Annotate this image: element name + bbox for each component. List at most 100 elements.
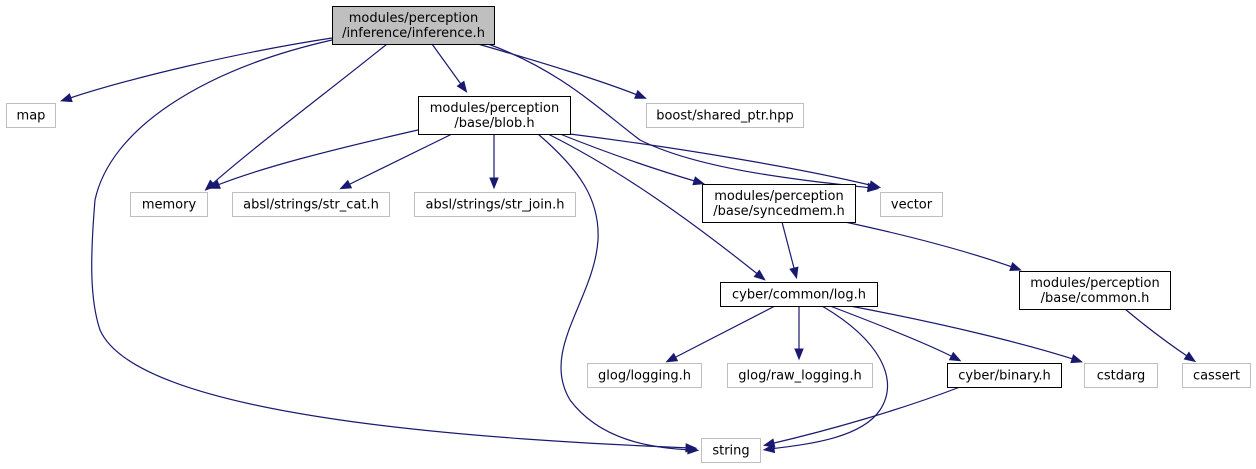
edge-log-to-glog xyxy=(665,305,776,363)
edge-line xyxy=(91,39,691,449)
edge-line xyxy=(569,133,875,187)
edge-blob-to-strjoin xyxy=(489,134,499,190)
node-box xyxy=(947,363,1062,388)
node-binary[interactable]: cyber/binary.h xyxy=(947,363,1062,388)
edge-inference-to-memory xyxy=(204,43,388,191)
arrowhead xyxy=(1070,354,1083,364)
node-box xyxy=(1084,363,1158,388)
node-vector: vector xyxy=(880,192,943,217)
edge-log-to-binary xyxy=(829,305,962,362)
node-label: cyber/binary.h xyxy=(958,369,1050,384)
edge-line xyxy=(829,305,956,359)
edge-line xyxy=(769,305,889,450)
node-log[interactable]: cyber/common/log.h xyxy=(720,282,878,307)
node-blob[interactable]: modules/perception/base/blob.h xyxy=(418,96,571,135)
edge-syncedmem-to-log xyxy=(781,221,799,280)
edges-layer xyxy=(60,37,1197,455)
node-label: vector xyxy=(891,198,933,213)
edge-line xyxy=(844,221,1016,269)
node-common[interactable]: modules/perception/base/common.h xyxy=(1019,271,1171,310)
node-box xyxy=(701,438,761,463)
node-label: cyber/common/log.h xyxy=(732,288,866,303)
node-label: /base/common.h xyxy=(1041,291,1150,306)
node-label: modules/perception xyxy=(349,11,478,26)
node-box xyxy=(332,6,495,45)
node-box xyxy=(414,192,576,217)
node-string: string xyxy=(701,438,761,463)
edge-log-to-cstdarg xyxy=(849,305,1083,364)
edge-blob-to-string xyxy=(537,133,700,455)
edge-log-to-glograw xyxy=(794,306,804,361)
arrowhead xyxy=(687,445,700,455)
node-label: cstdarg xyxy=(1097,369,1146,384)
arrowhead xyxy=(60,93,73,103)
node-label: string xyxy=(712,444,749,459)
node-memory: memory xyxy=(130,192,208,217)
node-label: modules/perception xyxy=(1030,276,1159,291)
node-box xyxy=(720,282,878,307)
node-box xyxy=(702,184,856,223)
node-label: memory xyxy=(142,198,197,213)
edge-line xyxy=(781,221,796,273)
node-label: /base/syncedmem.h xyxy=(713,204,845,219)
node-strjoin: absl/strings/str_join.h xyxy=(414,192,576,217)
node-box xyxy=(1019,271,1171,310)
node-map: map xyxy=(6,103,56,128)
node-glograw: glog/raw_logging.h xyxy=(727,363,873,388)
arrowhead xyxy=(489,177,499,190)
node-label: glog/raw_logging.h xyxy=(738,369,861,384)
arrowhead xyxy=(692,176,706,186)
node-strcat: absl/strings/str_cat.h xyxy=(232,192,390,217)
node-label: modules/perception xyxy=(430,101,559,116)
node-syncedmem[interactable]: modules/perception/base/syncedmem.h xyxy=(702,184,856,223)
edge-line xyxy=(431,43,464,88)
edge-blob-to-log xyxy=(547,133,766,281)
node-inference[interactable]: modules/perception/inference/inference.h xyxy=(332,6,495,45)
edge-inference-to-blob xyxy=(431,43,468,93)
edge-blob-to-vector xyxy=(569,133,882,190)
arrowhead xyxy=(1183,351,1197,363)
node-label: absl/strings/str_join.h xyxy=(426,198,565,213)
node-label: /base/blob.h xyxy=(454,116,534,131)
node-box xyxy=(727,363,873,388)
edge-line xyxy=(477,43,641,97)
arrowhead xyxy=(1009,262,1022,271)
node-label: absl/strings/str_cat.h xyxy=(243,198,379,213)
node-cstdarg: cstdarg xyxy=(1084,363,1158,388)
edge-line xyxy=(487,43,873,189)
edge-line xyxy=(66,37,333,100)
node-label: /inference/inference.h xyxy=(342,26,485,41)
arrowhead xyxy=(794,348,804,361)
arrowhead xyxy=(634,89,647,99)
node-glog: glog/logging.h xyxy=(587,363,702,388)
edge-inference-to-string xyxy=(91,39,698,453)
node-box xyxy=(1182,363,1251,388)
arrowhead xyxy=(665,352,679,363)
edge-inference-to-map xyxy=(60,37,333,103)
edge-line xyxy=(209,43,388,187)
edge-syncedmem-to-common xyxy=(844,221,1022,271)
edge-line xyxy=(769,386,961,445)
edge-line xyxy=(214,129,419,187)
arrowhead xyxy=(208,179,221,189)
node-box xyxy=(232,192,390,217)
arrowhead xyxy=(789,266,799,280)
node-label: glog/logging.h xyxy=(598,369,691,384)
node-label: cassert xyxy=(1193,369,1240,384)
arrowhead xyxy=(762,438,776,448)
nodes-layer: modules/perception/inference/inference.h… xyxy=(6,6,1251,463)
arrowhead xyxy=(753,269,766,281)
edge-blob-to-memory xyxy=(208,129,419,189)
node-label: modules/perception xyxy=(714,189,843,204)
edge-line xyxy=(1124,308,1191,359)
edge-blob-to-syncedmem xyxy=(559,133,706,186)
node-box xyxy=(418,96,571,135)
edge-inference-to-boost xyxy=(477,43,647,99)
edge-line xyxy=(537,133,693,451)
edge-common-to-cassert xyxy=(1124,308,1197,363)
node-label: boost/shared_ptr.hpp xyxy=(656,109,794,124)
arrowhead xyxy=(456,80,468,93)
node-box xyxy=(646,103,804,128)
edge-line xyxy=(849,305,1077,361)
